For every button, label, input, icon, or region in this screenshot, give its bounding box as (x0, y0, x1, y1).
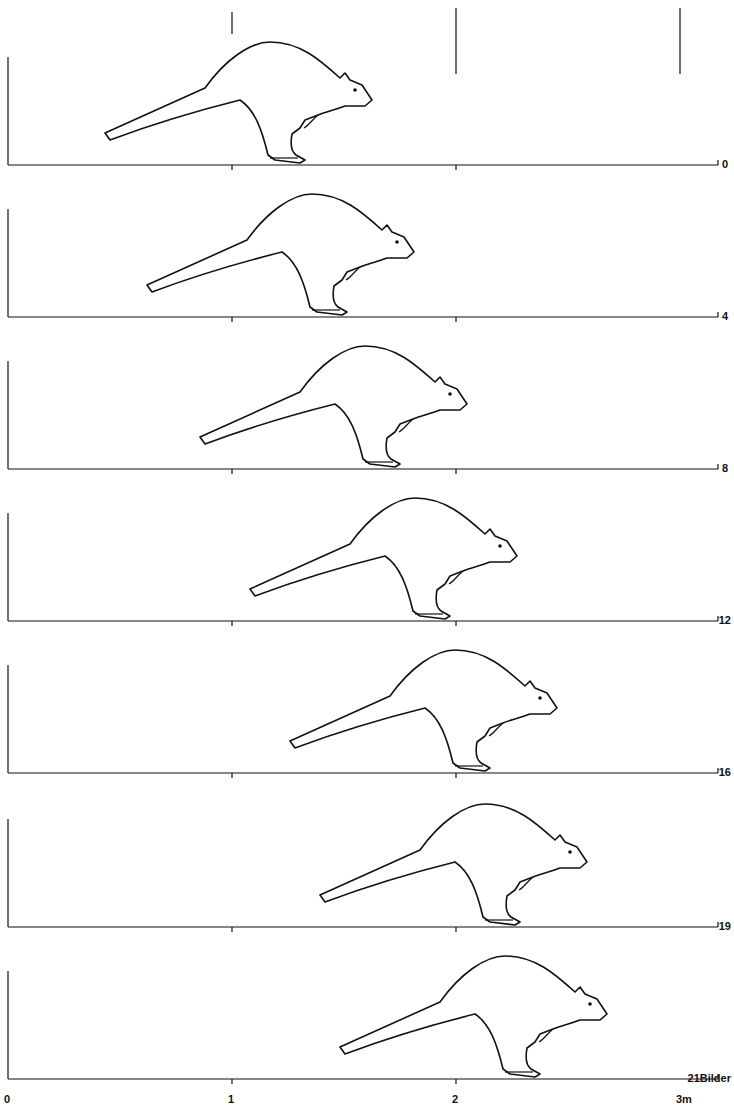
frame-number: 4 (722, 311, 728, 322)
axis-tick-label: 2 (452, 1094, 458, 1105)
frame-number: 21Bilder (688, 1073, 731, 1084)
frame-number: 8 (722, 463, 728, 474)
frame-number: 16 (719, 767, 731, 778)
axis-tick-label: 3m (676, 1094, 692, 1105)
frame-number: 0 (722, 159, 728, 170)
frame-number: 19 (719, 921, 731, 932)
axis-tick-label: 0 (4, 1094, 10, 1105)
axis-tick-label: 1 (228, 1094, 234, 1105)
frame-number: 12 (719, 615, 731, 626)
